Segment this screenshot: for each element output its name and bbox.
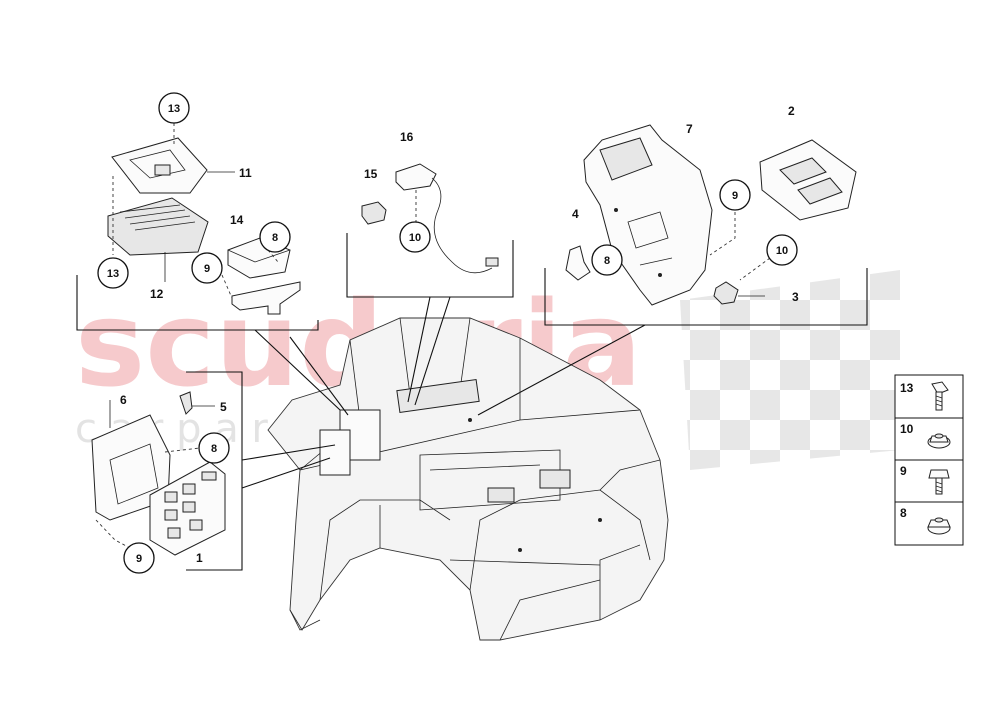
part-14-bracket <box>231 281 301 315</box>
leader-5 <box>241 457 331 489</box>
circle-callout-8-right: 8 <box>591 244 623 276</box>
dash-8a <box>267 249 279 263</box>
part-12-amplifier <box>107 197 209 282</box>
svg-text:9: 9 <box>732 190 738 202</box>
circle-callout-13-bottom: 13 <box>97 257 129 289</box>
svg-text:8: 8 <box>272 232 278 244</box>
dash-9a <box>221 274 233 299</box>
callout-1: 1 <box>196 551 203 565</box>
bracket-group-lower <box>186 371 243 571</box>
part-2-control-unit <box>759 139 857 221</box>
svg-text:13: 13 <box>168 103 180 115</box>
svg-text:8: 8 <box>604 255 610 267</box>
callout-5: 5 <box>220 400 227 414</box>
bolt-with-washer-icon <box>931 381 949 411</box>
bracket-group-left <box>76 275 319 331</box>
dash-9c <box>95 519 131 549</box>
checkered-flag-watermark <box>680 270 900 470</box>
bracket-group-right <box>544 268 868 326</box>
part-7-bracket <box>583 124 713 306</box>
callout-16: 16 <box>400 130 414 144</box>
circle-callout-8-upper: 8 <box>259 221 291 253</box>
dash-9b <box>709 212 736 256</box>
hardware-legend: 13 10 9 8 <box>894 374 964 546</box>
svg-text:10: 10 <box>776 245 788 257</box>
circle-callout-8-lower: 8 <box>198 432 230 464</box>
legend-label-9: 9 <box>900 464 907 478</box>
part-5-clip <box>179 391 215 415</box>
circle-callout-9-right: 9 <box>719 179 751 211</box>
circle-callout-13-top: 13 <box>158 92 190 124</box>
callout-4: 4 <box>572 207 579 221</box>
callout-3: 3 <box>792 290 799 304</box>
callout-2: 2 <box>788 104 795 118</box>
leader-1 <box>254 329 341 411</box>
svg-text:9: 9 <box>136 553 142 565</box>
callout-12: 12 <box>150 287 164 301</box>
svg-text:10: 10 <box>409 232 421 244</box>
legend-label-8: 8 <box>900 506 907 520</box>
part-1-bcm-unit <box>149 461 226 556</box>
callout-15: 15 <box>364 167 378 181</box>
leader-6 <box>289 336 349 416</box>
part-16-antenna <box>395 163 499 274</box>
leader-2 <box>407 296 431 403</box>
part-4-clip <box>565 245 591 281</box>
dash-10b <box>739 257 771 281</box>
part-3-connector <box>713 281 765 305</box>
part-15-sensor <box>361 201 387 225</box>
callout-14: 14 <box>230 213 244 227</box>
group-brackets <box>76 233 868 571</box>
legend-label-10: 10 <box>900 422 914 436</box>
flange-bolt-icon <box>928 469 950 495</box>
svg-text:9: 9 <box>204 263 210 275</box>
leader-3 <box>477 324 646 416</box>
chassis-frame <box>267 317 669 641</box>
circle-callout-9-upper: 9 <box>191 252 223 284</box>
hex-nut-icon <box>927 517 951 535</box>
svg-text:8: 8 <box>211 443 217 455</box>
leader-4 <box>241 444 336 461</box>
circle-callout-10-right: 10 <box>766 234 798 266</box>
flange-nut-icon <box>927 433 951 449</box>
leader-7 <box>414 296 451 406</box>
svg-text:13: 13 <box>107 268 119 280</box>
part-11-cover <box>111 137 235 194</box>
callout-7: 7 <box>686 122 693 136</box>
circle-callout-10-center: 10 <box>399 221 431 253</box>
legend-label-13: 13 <box>900 381 914 395</box>
circle-callout-9-lower: 9 <box>123 542 155 574</box>
callout-6: 6 <box>120 393 127 407</box>
callout-11: 11 <box>239 166 252 180</box>
